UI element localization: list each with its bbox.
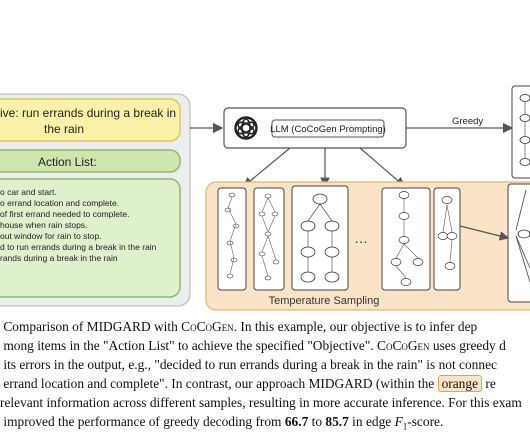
llm-label-box xyxy=(271,119,385,138)
action-item: rands during a break in the rain xyxy=(0,253,118,263)
caption-text: CoCoGen xyxy=(181,319,234,334)
caption-text: errand location and complete". In contra… xyxy=(3,376,438,391)
caption-text: CoCoGen xyxy=(377,338,430,353)
orange-highlight: orange xyxy=(437,375,483,392)
caption-line: mong items in the "Action List" to achie… xyxy=(0,336,530,355)
caption-text: in edge xyxy=(348,414,395,429)
objective-text-2: the rain xyxy=(44,122,84,136)
caption-text: relevant information across different sa… xyxy=(0,395,522,410)
sample-arrow-left xyxy=(243,147,291,187)
sample-graph xyxy=(217,187,247,291)
caption-text: -score. xyxy=(407,414,444,429)
sample-graph xyxy=(253,187,285,291)
score-greedy: 66.7 xyxy=(284,414,309,429)
greedy-graph xyxy=(511,85,530,179)
sample-arrow-right xyxy=(359,147,405,187)
action-list-box xyxy=(0,178,181,298)
caption-line: Comparison of MIDGARD with CoCoGen. In t… xyxy=(0,317,530,336)
score-midgard: 85.7 xyxy=(325,414,349,429)
action-item: o car and start. xyxy=(0,187,57,197)
f-subscript: 1 xyxy=(402,421,408,432)
action-item: d to run errands during a break in the r… xyxy=(0,242,157,252)
objective-text-1: ive: run errands during a break in xyxy=(0,106,176,120)
caption-text: Comparison of MIDGARD with xyxy=(3,319,182,334)
aggregate-arrow xyxy=(459,225,510,241)
caption-line: improved the performance of greedy decod… xyxy=(0,412,530,432)
figure-caption: Comparison of MIDGARD with CoCoGen. In t… xyxy=(0,317,530,432)
caption-text: its errors in the output, e.g., "decided… xyxy=(3,357,497,372)
ellipsis: … xyxy=(354,230,368,246)
sample-graph xyxy=(381,187,431,291)
action-item: of first errand needed to complete. xyxy=(0,209,129,219)
caption-line: its errors in the output, e.g., "decided… xyxy=(0,355,530,374)
sampling-label: Temperature Sampling xyxy=(269,295,380,307)
action-item: house when rain stops. xyxy=(0,220,87,230)
action-list-header xyxy=(0,149,181,173)
caption-line: errand location and complete". In contra… xyxy=(0,374,530,393)
caption-text: re xyxy=(482,376,496,391)
caption-text: . In this example, our objective is to i… xyxy=(233,319,478,334)
llm-label: LLM (CoCoGen Prompting) xyxy=(270,124,386,135)
action-item: o errand location and complete. xyxy=(0,198,119,208)
aggregated-graph xyxy=(507,183,530,303)
f-symbol: F xyxy=(394,414,403,429)
caption-text: mong items in the "Action List" to achie… xyxy=(3,338,378,353)
action-item: out window for rain to stop. xyxy=(0,231,102,241)
caption-line: relevant information across different sa… xyxy=(0,393,530,412)
openai-logo-icon xyxy=(234,116,258,140)
caption-text: uses greedy d xyxy=(429,338,506,353)
greedy-label: Greedy xyxy=(452,116,483,127)
caption-text: to xyxy=(308,414,326,429)
sample-graph xyxy=(433,187,461,291)
objective-box xyxy=(0,98,181,142)
action-list-title: Action List: xyxy=(38,155,97,169)
figure: ive: run errands during a break in the r… xyxy=(0,85,530,311)
sample-graph xyxy=(291,185,349,291)
caption-text: improved the performance of greedy decod… xyxy=(3,414,285,429)
